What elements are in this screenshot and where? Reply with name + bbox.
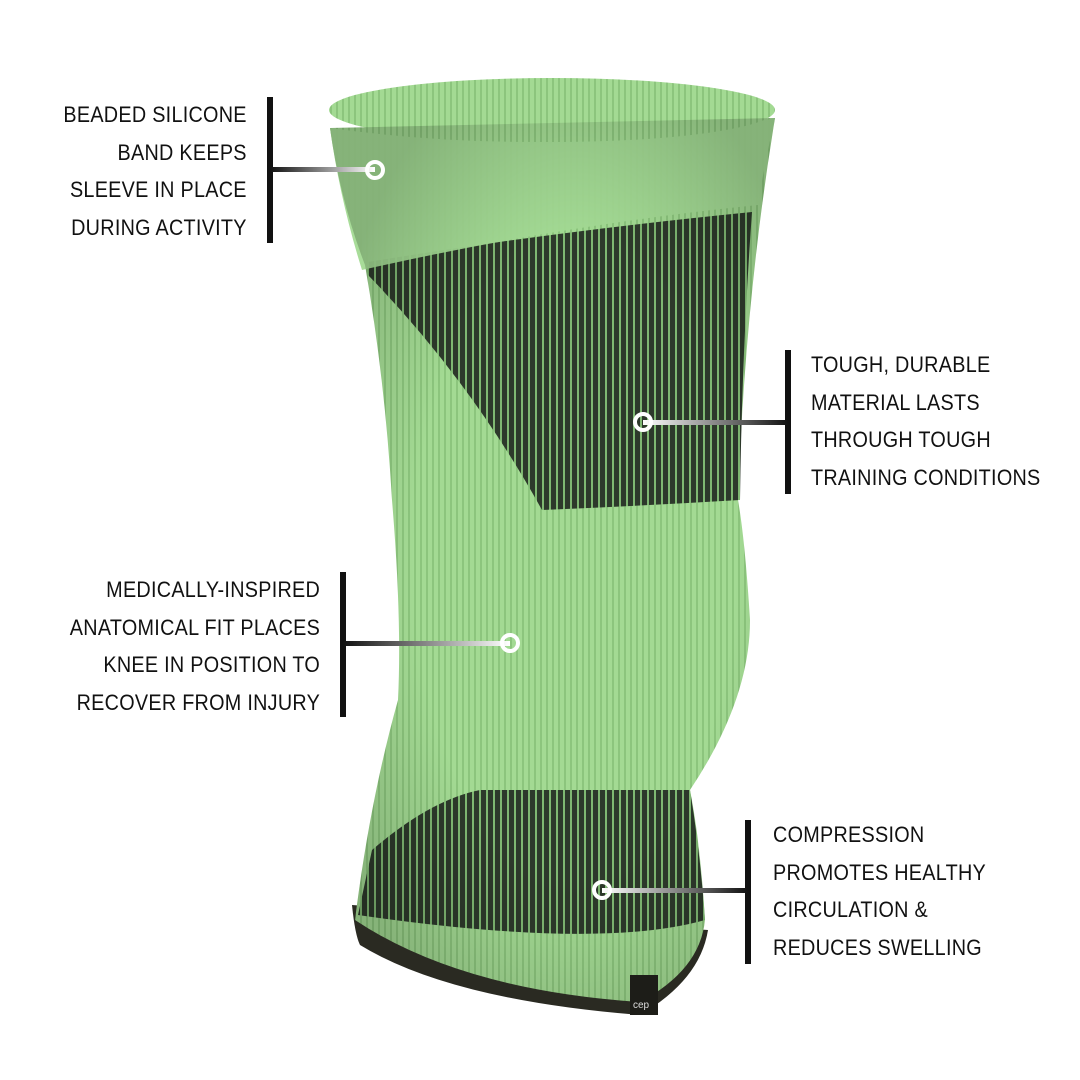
callout-line: TOUGH, DURABLE [811,352,991,377]
callout-line: CIRCULATION & [773,897,928,923]
callout-anatomical-fit: MEDICALLY-INSPIRED ANATOMICAL FIT PLACES… [42,571,320,722]
leader-1 [267,97,385,243]
callout-line: TRAINING CONDITIONS [811,465,1041,491]
leader-4 [592,820,751,964]
leader-3 [340,572,520,717]
callout-line: ANATOMICAL FIT PLACES [69,614,320,640]
callout-line: RECOVER FROM INJURY [76,690,321,716]
callout-line: KNEE IN POSITION TO [103,652,320,678]
callout-line: SLEEVE IN PLACE [70,177,247,203]
callout-line: PROMOTES HEALTHY [773,859,986,885]
brand-tag-text: cep [633,1000,650,1011]
callout-compression: COMPRESSION PROMOTES HEALTHY CIRCULATION… [773,816,1010,967]
callout-line: MEDICALLY-INSPIRED [106,577,320,602]
callout-line: THROUGH TOUGH [811,427,991,453]
callout-line: BAND KEEPS [117,139,248,165]
callout-line: REDUCES SWELLING [773,935,982,961]
callout-durable-material: TOUGH, DURABLE MATERIAL LASTS THROUGH TO… [811,346,1066,497]
callout-line: DURING ACTIVITY [71,215,247,241]
callout-line: MATERIAL LASTS [811,389,980,415]
leader-2 [633,350,791,494]
callout-silicone-band: BEADED SILICONE BAND KEEPS SLEEVE IN PLA… [43,96,247,247]
callout-line: COMPRESSION [773,822,925,847]
brand-tag [630,975,658,1015]
callout-line: BEADED SILICONE [63,102,247,127]
